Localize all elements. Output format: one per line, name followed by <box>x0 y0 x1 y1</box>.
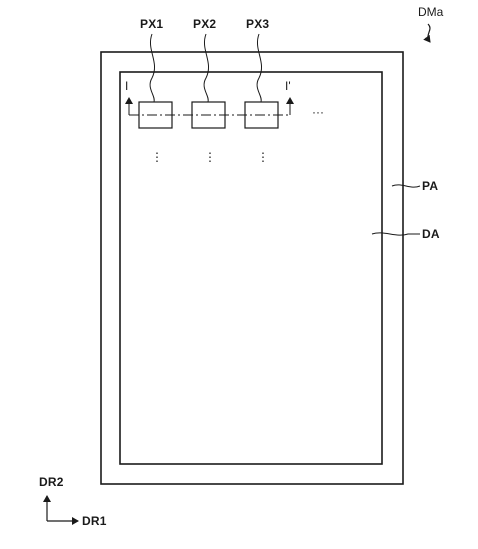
device-pointer-arrow <box>423 23 431 43</box>
pixel-leader-px1 <box>149 33 156 103</box>
device-label: DMa <box>418 5 444 19</box>
pixel-label-px3: PX3 <box>246 17 269 31</box>
horizontal-ellipsis: ··· <box>312 105 324 119</box>
dr1-label: DR1 <box>82 514 107 528</box>
da-label: DA <box>422 227 440 241</box>
peripheral-area-outline <box>100 51 404 485</box>
section-start-label: I <box>125 79 128 93</box>
da-leader-line <box>371 232 420 236</box>
section-end-label: I' <box>285 79 291 93</box>
vertical-ellipsis-col1: ⋮ <box>151 150 163 164</box>
pixel-label-px1: PX1 <box>140 17 163 31</box>
pixel-label-px2: PX2 <box>193 17 216 31</box>
vertical-ellipsis-col2: ⋮ <box>204 150 216 164</box>
pa-label: PA <box>422 179 438 193</box>
pixel-leader-px3 <box>256 33 263 103</box>
pa-leader-line <box>391 184 421 188</box>
vertical-ellipsis-col3: ⋮ <box>257 150 269 164</box>
pixel-leader-px2 <box>203 33 210 103</box>
dr2-label: DR2 <box>39 475 64 489</box>
display-area-outline <box>119 71 383 465</box>
